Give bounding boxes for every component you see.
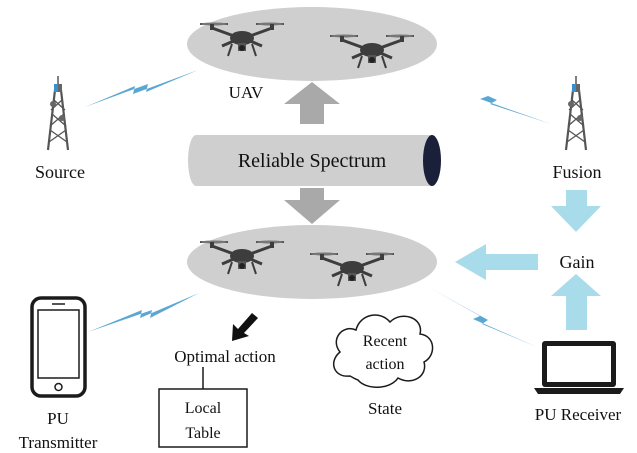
down-arrow bbox=[284, 188, 340, 224]
recent-action-label-line2: action bbox=[365, 356, 404, 373]
laptop-icon bbox=[534, 341, 624, 394]
uav-swarm-bottom bbox=[187, 225, 437, 299]
lightning-link-transmitter-uav bbox=[88, 293, 199, 332]
lightning-link-icon bbox=[430, 70, 551, 124]
lightning-link-uav-receiver bbox=[430, 288, 537, 347]
pu-transmitter-label-line1: PU bbox=[47, 409, 69, 428]
up-arrow bbox=[284, 82, 340, 124]
local-table-box: Local Table bbox=[158, 388, 248, 448]
pu-transmitter-label-line2: Transmitter bbox=[19, 433, 98, 452]
lightning-link-icon bbox=[88, 293, 199, 332]
optimal-action-arrow bbox=[232, 313, 258, 341]
uav-label: UAV bbox=[229, 83, 264, 102]
recent-action-label-line1: Recent bbox=[363, 333, 408, 350]
optimal-action-label: Optimal action bbox=[174, 347, 276, 366]
gain-to-uav-arrow bbox=[455, 244, 538, 280]
local-table-label-line2: Table bbox=[185, 425, 220, 442]
pu-receiver-label: PU Receiver bbox=[535, 405, 622, 424]
lightning-link-source-uav bbox=[85, 70, 198, 107]
local-table-label-line1: Local bbox=[185, 400, 222, 417]
gain-label: Gain bbox=[560, 252, 595, 272]
lightning-link-icon bbox=[85, 70, 198, 107]
reliable-spectrum-cylinder: Reliable Spectrum bbox=[188, 135, 441, 186]
uav-ellipse bbox=[187, 225, 437, 299]
cell-tower-icon bbox=[564, 74, 588, 152]
state-label: State bbox=[368, 399, 402, 418]
fusion-label: Fusion bbox=[552, 162, 601, 182]
lightning-link-icon bbox=[430, 288, 537, 347]
lightning-link-uav-fusion bbox=[430, 70, 551, 124]
source-label: Source bbox=[35, 162, 85, 182]
reliable-spectrum-label: Reliable Spectrum bbox=[238, 150, 387, 172]
receiver-to-gain-arrow bbox=[551, 274, 601, 330]
smartphone-icon bbox=[30, 296, 87, 398]
cloud-icon: Recent action bbox=[332, 314, 434, 388]
fusion-to-gain-arrow bbox=[551, 190, 601, 232]
cell-tower-icon bbox=[46, 74, 70, 152]
uav-swarm-top bbox=[187, 7, 437, 81]
